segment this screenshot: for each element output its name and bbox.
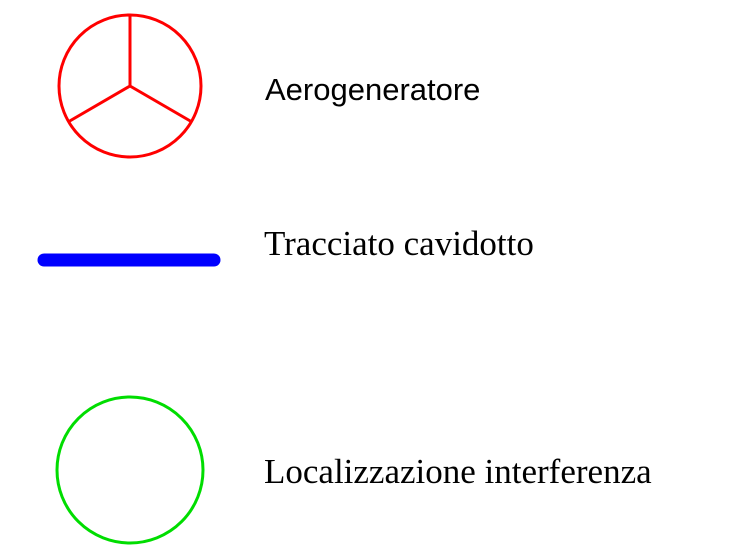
interference-circle-outline [55,395,205,545]
wind-turbine-blade-left [67,84,131,124]
cable-route-line [37,253,221,267]
legend-label-interference: Localizzazione interferenza [264,452,652,491]
wind-turbine-blade-right [129,84,193,124]
legend-label-cable: Tracciato cavidotto [264,224,534,263]
legend-label-turbine: Aerogeneratore [265,72,481,107]
wind-turbine-icon [57,13,203,159]
interference-circle-icon [55,395,205,545]
